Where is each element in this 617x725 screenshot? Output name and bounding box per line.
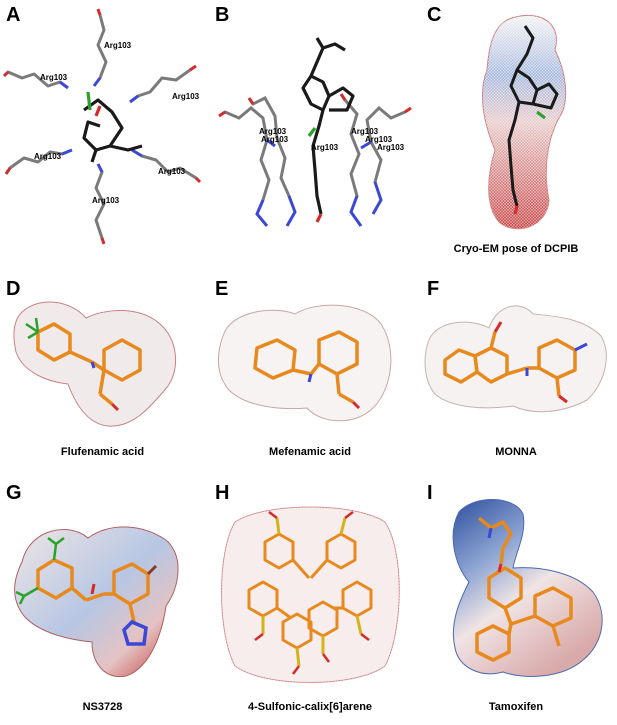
- panel-f-structure: [424, 305, 607, 413]
- tamoxifen-ligand: [475, 516, 573, 662]
- panel-d-caption: Flufenamic acid: [60, 446, 145, 458]
- panel-i-caption: Tamoxifen: [488, 701, 544, 713]
- tetrazole-ring: [122, 619, 148, 646]
- arg103-label-b1: Arg103: [259, 127, 287, 136]
- panel-g-structure: [14, 526, 179, 678]
- panel-f: F MONNA: [415, 278, 617, 468]
- panel-i-label: I: [427, 482, 433, 504]
- arg103-label-b4: Arg103: [351, 127, 379, 136]
- arg103-chain-lowleft: [8, 150, 64, 170]
- panel-b-structure: Arg103 Arg103 Arg103 Arg103 Arg103 Arg10…: [218, 37, 412, 227]
- arg103-label-right: Arg103: [172, 92, 200, 101]
- arg103-label-bottom: Arg103: [92, 196, 120, 205]
- arg103-label-b3: Arg103: [311, 143, 339, 152]
- panel-e-structure: [218, 304, 392, 422]
- panel-d-structure: [13, 301, 177, 427]
- arg103-chain-right: [136, 68, 192, 98]
- panel-b: B Arg103 Arg103 Arg103 Arg103 Ar: [205, 0, 415, 250]
- panel-g: G NS3728: [0, 482, 205, 725]
- arg103-label-b5: Arg103: [365, 135, 393, 144]
- panel-h: H 4-Sulfonic-calix[6]arene: [205, 482, 415, 725]
- panel-i-structure: [452, 499, 603, 677]
- arg103-label-top: Arg103: [104, 41, 132, 50]
- panel-c-structure: [481, 15, 567, 230]
- panel-a-label: A: [6, 4, 21, 26]
- dcpib-ligand-top-view: [82, 91, 143, 163]
- panel-a-structure: Arg103 Arg103 Arg103 Arg103 Arg103 Arg10…: [2, 8, 202, 245]
- panel-a: A Arg103 Arg103 Arg103: [0, 0, 205, 250]
- panel-f-label: F: [427, 278, 440, 300]
- panel-e-caption: Mefenamic acid: [269, 446, 351, 458]
- panel-e: E Mefenamic acid: [205, 278, 415, 468]
- arg103-chain-top: [96, 13, 108, 80]
- panel-h-caption: 4-Sulfonic-calix[6]arene: [247, 701, 373, 713]
- panel-b-label: B: [215, 4, 230, 26]
- arg103-chain-left: [6, 70, 62, 88]
- arg103-chain-lowright: [140, 154, 198, 180]
- monna-ligand: [443, 331, 577, 397]
- dcpib-cryo-ligand: [507, 25, 559, 215]
- arg103-label-left: Arg103: [40, 73, 68, 82]
- panel-i: I Tamoxifen: [415, 482, 617, 725]
- arg103-label-b6: Arg103: [377, 143, 405, 152]
- mefenamic-acid-ligand: [253, 330, 359, 404]
- panel-c: C Cryo-EM pose of DCPIB: [415, 0, 617, 260]
- panel-g-caption: NS3728: [82, 701, 123, 713]
- dcpib-ligand-side-view: [301, 37, 355, 223]
- panel-g-label: G: [6, 482, 22, 504]
- panel-h-label: H: [215, 482, 230, 504]
- arg103-chain-bottom: [94, 170, 106, 240]
- arg103-label-lowright: Arg103: [158, 167, 186, 176]
- panel-c-label: C: [427, 4, 442, 26]
- arg103-label-b2: Arg103: [261, 135, 289, 144]
- panel-d-label: D: [6, 278, 21, 300]
- panel-h-structure: [221, 506, 400, 683]
- panel-e-label: E: [215, 278, 229, 300]
- panel-f-caption: MONNA: [495, 446, 537, 458]
- panel-d: D Flufenamic acid: [0, 278, 205, 468]
- arg103-label-lowleft: Arg103: [34, 152, 62, 161]
- panel-c-caption: Cryo-EM pose of DCPIB: [453, 243, 579, 255]
